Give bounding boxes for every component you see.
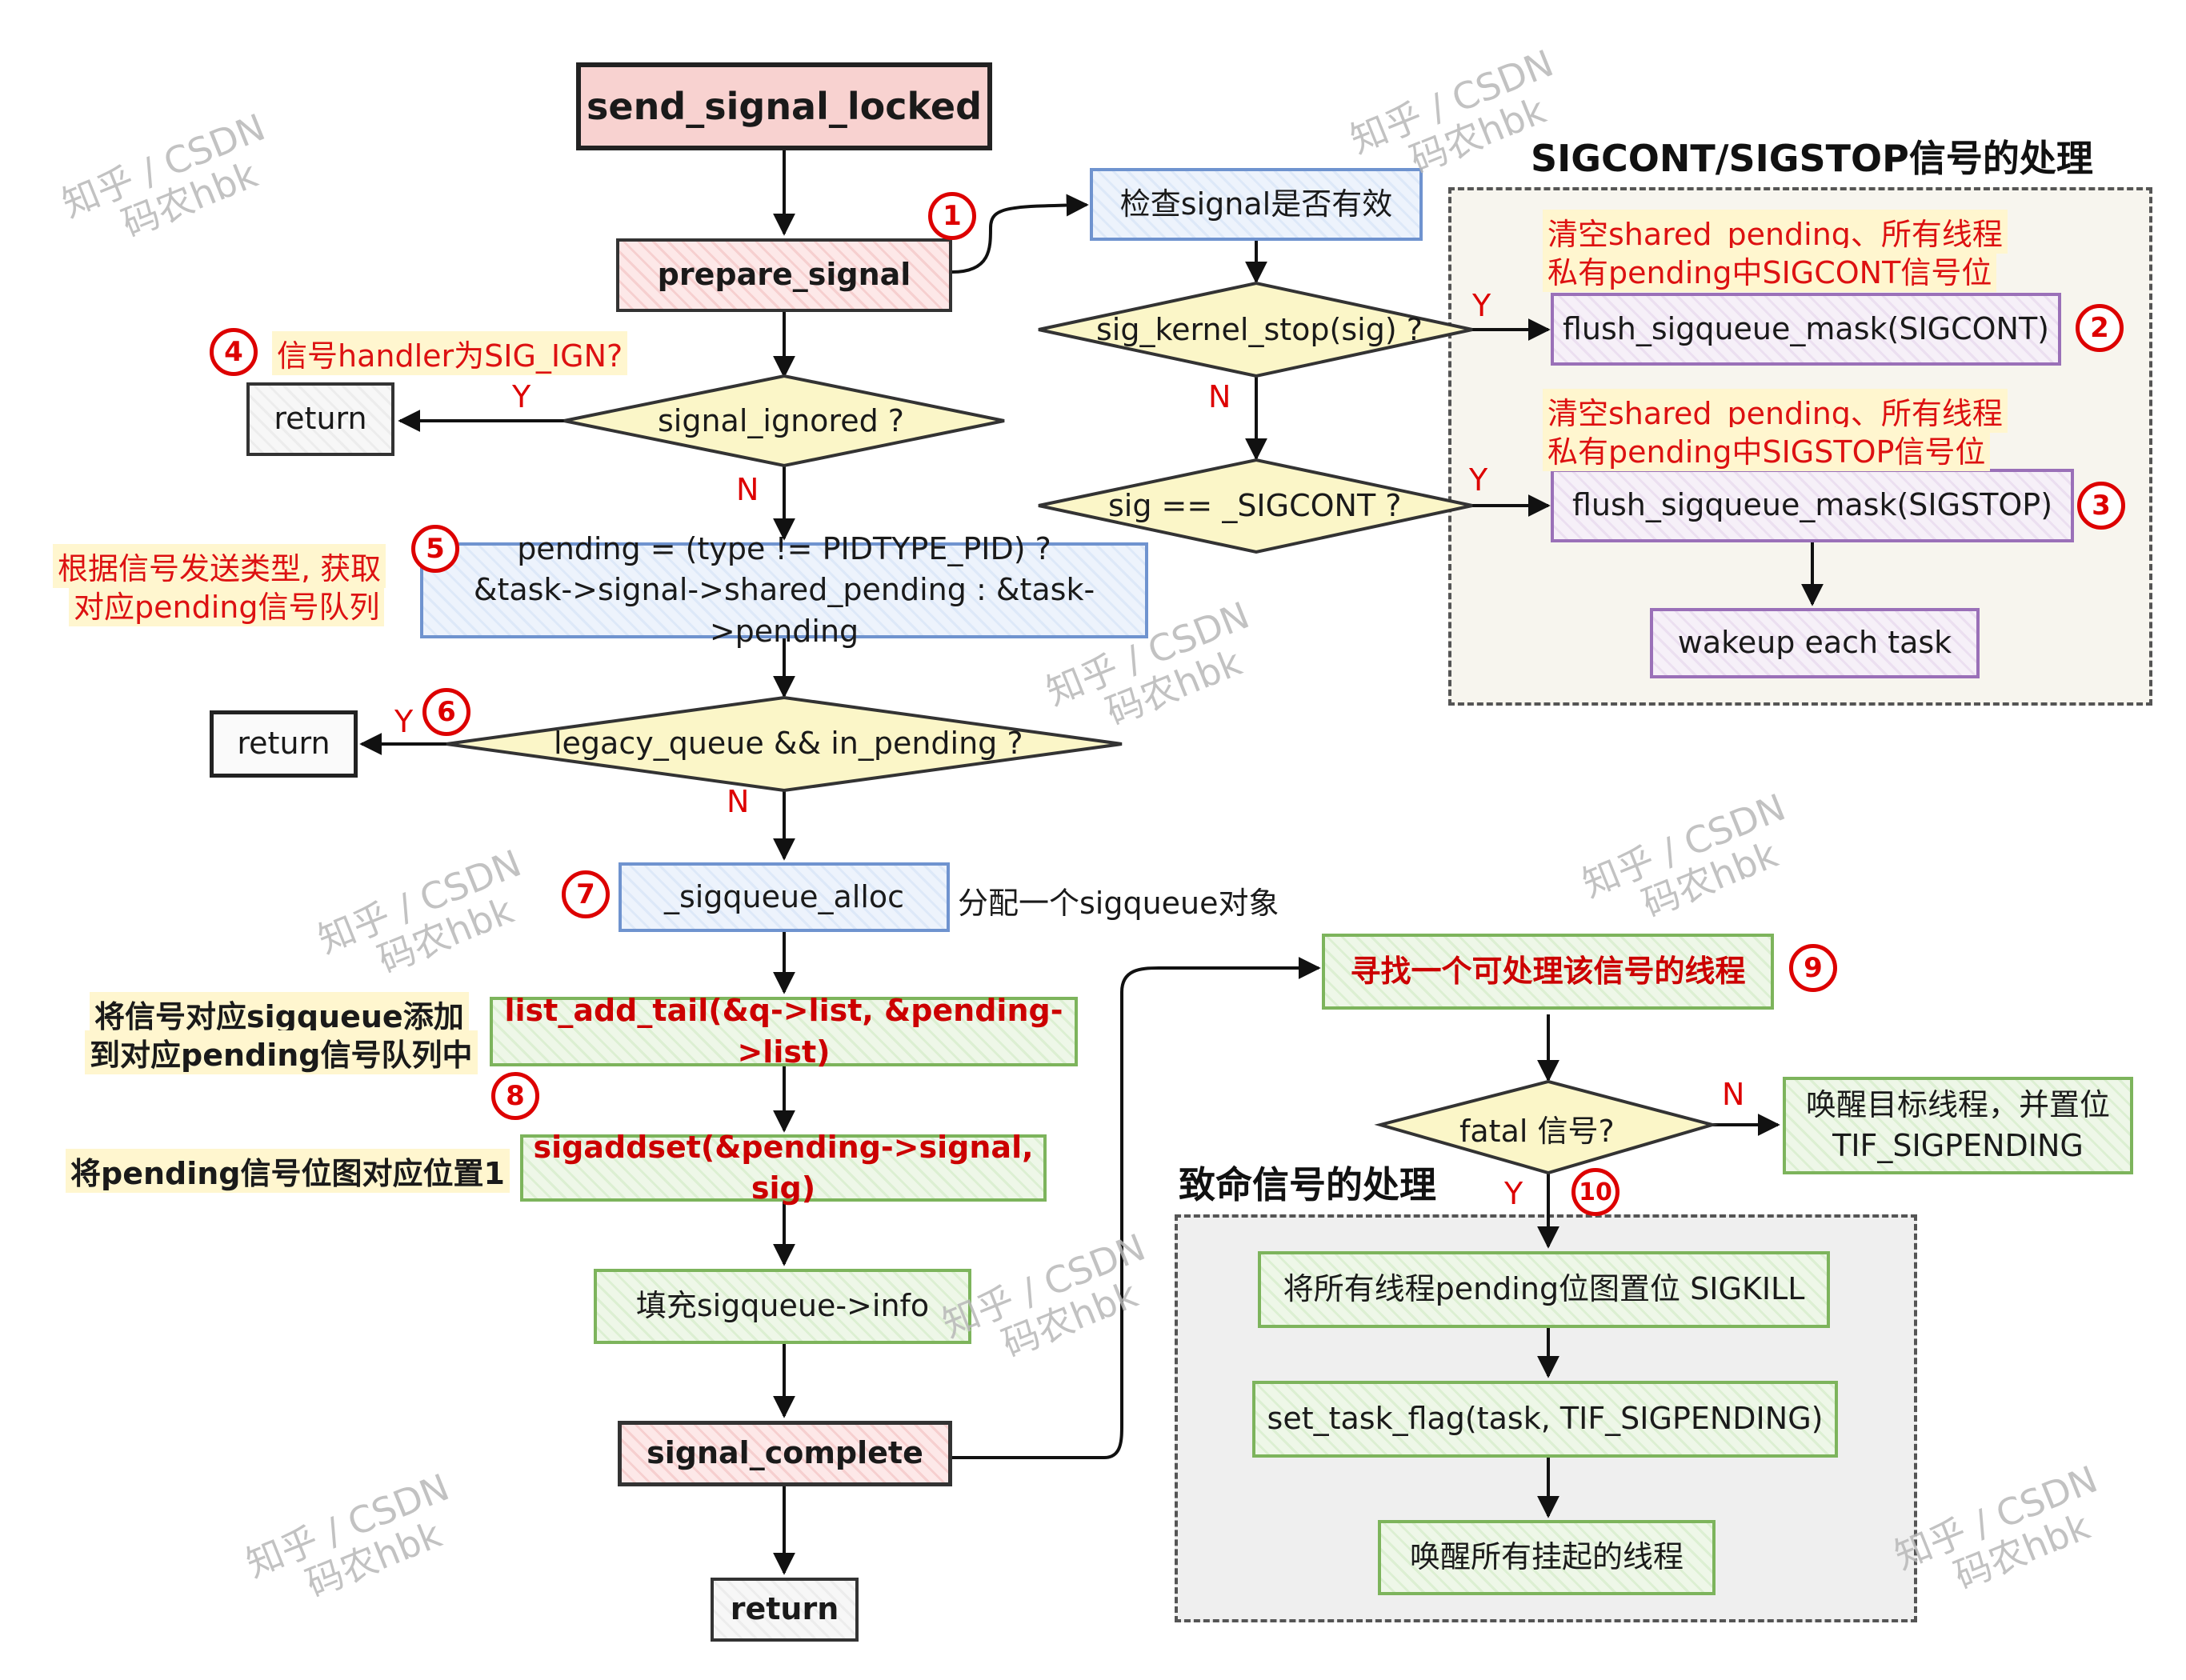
sigcont-sigstop-group-title: SIGCONT/SIGSTOP信号的处理	[1531, 137, 2093, 180]
diamond-legacy-queue	[446, 695, 1123, 793]
node-prepare-signal: prepare_signal	[616, 238, 952, 312]
wake-target-line1: 唤醒目标线程，并置位	[1805, 1086, 2110, 1122]
note-alloc: 分配一个sigqueue对象	[958, 886, 1279, 921]
note-clear-stop-line2: 私有pending中SIGSTOP信号位	[1543, 427, 1991, 471]
step-marker-9: 9	[1789, 944, 1837, 992]
note-clear-cont-line1: 清空shared_pending、所有线程	[1543, 210, 2008, 254]
node-send-signal-locked: send_signal_locked	[576, 62, 992, 150]
note-handler-ign: 信号handler为SIG_IGN?	[272, 331, 628, 375]
diamond-kernel-stop	[1038, 281, 1473, 378]
node-wakeup-each-task: wakeup each task	[1650, 608, 1980, 678]
edge-label-kernelstop-yes: Y	[1472, 288, 1491, 323]
step-marker-6: 6	[422, 688, 470, 736]
node-wake-target: 唤醒目标线程，并置位 TIF_SIGPENDING	[1783, 1077, 2133, 1174]
diamond-fatal	[1374, 1079, 1719, 1175]
edge-prepare-check	[951, 194, 1089, 274]
node-sigaddset: sigaddset(&pending->signal, sig)	[520, 1130, 1047, 1206]
node-wake-all: 唤醒所有挂起的线程	[1378, 1520, 1716, 1595]
step-marker-8: 8	[491, 1072, 539, 1120]
step-marker-1: 1	[928, 192, 976, 240]
note-add-line1: 将信号对应sigqueue添加	[90, 992, 469, 1036]
note-set-bit: 将pending信号位图对应位置1	[66, 1149, 510, 1193]
edge-label-ignored-no: N	[736, 472, 759, 507]
label-kernel-stop: sig_kernel_stop(sig) ?	[1096, 312, 1423, 347]
pending-select-line2: &task->signal->shared_pending : &task->p…	[473, 572, 1095, 649]
node-return-legacy: return	[210, 710, 358, 778]
step-marker-7: 7	[562, 870, 610, 918]
node-return-ignored: return	[246, 382, 394, 456]
note-get-pending-line2: 对应pending信号队列	[69, 582, 385, 626]
note-get-pending-line1: 根据信号发送类型, 获取	[53, 544, 386, 588]
diamond-is-sigcont	[1038, 458, 1473, 554]
wake-target-line2: TIF_SIGPENDING	[1832, 1128, 2084, 1163]
node-pending-select: pending = (type != PIDTYPE_PID) ? &task-…	[420, 531, 1148, 649]
label-fatal-signal: fatal 信号?	[1459, 1114, 1615, 1149]
pending-select-line1: pending = (type != PIDTYPE_PID) ?	[517, 531, 1051, 567]
step-marker-10: 10	[1571, 1168, 1619, 1216]
step-marker-2: 2	[2076, 304, 2124, 352]
edge-label-fatal-yes: Y	[1504, 1176, 1523, 1211]
step-marker-5: 5	[411, 525, 459, 573]
edge-label-sigcont-yes: Y	[1469, 462, 1488, 498]
node-flush-sigstop: flush_sigqueue_mask(SIGSTOP)	[1551, 469, 2074, 542]
step-marker-3: 3	[2077, 482, 2125, 530]
label-signal-ignored: signal_ignored ?	[658, 403, 904, 438]
label-is-sigcont: sig == _SIGCONT ?	[1108, 488, 1402, 523]
step-marker-4: 4	[210, 328, 258, 376]
node-fill-info: 填充sigqueue->info	[594, 1269, 971, 1344]
edge-label-legacy-no: N	[727, 784, 750, 819]
node-signal-complete: signal_complete	[618, 1421, 952, 1486]
edge-label-fatal-no: N	[1722, 1077, 1745, 1112]
fatal-signal-group-title: 致命信号的处理	[1179, 1163, 1436, 1206]
label-legacy-queue: legacy_queue && in_pending ?	[554, 726, 1023, 761]
edge-complete-find	[952, 957, 1321, 1459]
node-return-final: return	[711, 1578, 859, 1642]
note-clear-stop-line1: 清空shared_pending、所有线程	[1543, 389, 2008, 433]
node-set-task-flag: set_task_flag(task, TIF_SIGPENDING)	[1252, 1381, 1838, 1458]
note-clear-cont-line2: 私有pending中SIGCONT信号位	[1543, 248, 1997, 292]
node-check-signal-valid: 检查signal是否有效	[1090, 168, 1423, 241]
node-sigqueue-alloc: _sigqueue_alloc	[619, 862, 950, 932]
edge-label-kernelstop-no: N	[1208, 379, 1231, 414]
note-add-line2: 到对应pending信号队列中	[85, 1030, 478, 1074]
edge-label-legacy-yes: Y	[394, 704, 414, 739]
edge-label-ignored-yes: Y	[512, 379, 531, 414]
node-set-sigkill: 将所有线程pending位图置位 SIGKILL	[1258, 1251, 1830, 1328]
node-find-thread: 寻找一个可处理该信号的线程	[1322, 934, 1774, 1010]
node-list-add-tail: list_add_tail(&q->list, &pending->list)	[490, 993, 1078, 1070]
node-flush-sigcont: flush_sigqueue_mask(SIGCONT)	[1551, 293, 2061, 366]
diamond-signal-ignored	[563, 374, 1005, 468]
